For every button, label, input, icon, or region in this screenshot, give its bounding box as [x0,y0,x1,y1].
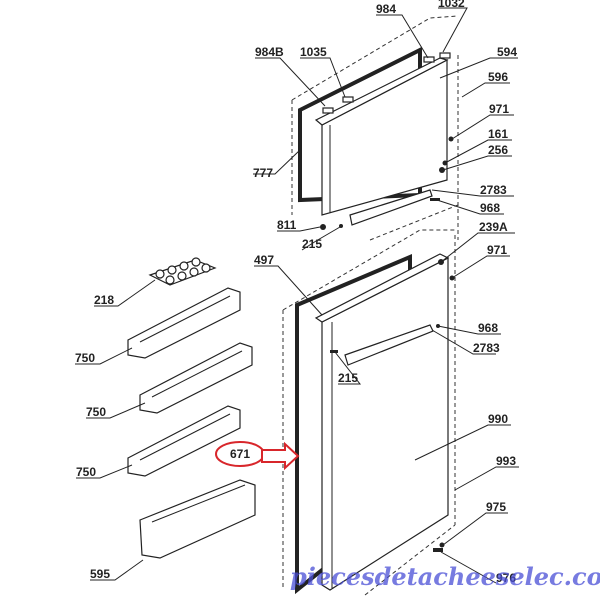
part-label: 2783 [480,183,507,197]
leader-lines [75,7,519,584]
door-shelf [127,405,241,477]
part-label: 984B [255,45,284,59]
part-label: 215 [302,237,322,251]
freezer-door-assembly [291,15,459,241]
part-label: 811 [277,218,297,232]
part-label: 984 [376,2,396,16]
part-label: 993 [496,454,516,468]
part-label: 1035 [300,45,327,59]
part-label: 750 [76,465,96,479]
part-label: 215 [338,371,358,385]
part-label: 594 [497,45,517,59]
part-label: 750 [75,351,95,365]
part-label: 2783 [473,341,500,355]
highlight-671 [215,441,300,471]
part-label: 990 [488,412,508,426]
part-label: 968 [478,321,498,335]
part-label: 976 [496,571,516,585]
part-label: 497 [254,253,274,267]
part-labels: 984 1032 984B 1035 594 596 971 161 256 2… [75,0,517,585]
part-label: 256 [488,143,508,157]
part-label: 596 [488,70,508,84]
door-shelf [139,342,253,414]
door-shelf-large [139,479,256,559]
watermark: piecesdetacheeselec.com [290,562,600,591]
part-label-highlighted: 671 [230,447,250,461]
part-label: 239A [479,220,508,234]
part-label: 218 [94,293,114,307]
part-label: 777 [253,166,273,180]
part-label: 595 [90,567,110,581]
part-label: 975 [486,500,506,514]
door-shelf [127,287,241,359]
part-label: 750 [86,405,106,419]
part-label: 971 [489,102,509,116]
door-shelves [127,257,256,559]
fridge-door-assembly [282,229,456,596]
egg-tray [148,257,217,286]
part-label: 1032 [438,0,465,10]
part-label: 971 [487,243,507,257]
part-label: 161 [488,127,508,141]
part-label: 968 [480,201,500,215]
arrow-icon [261,441,300,471]
